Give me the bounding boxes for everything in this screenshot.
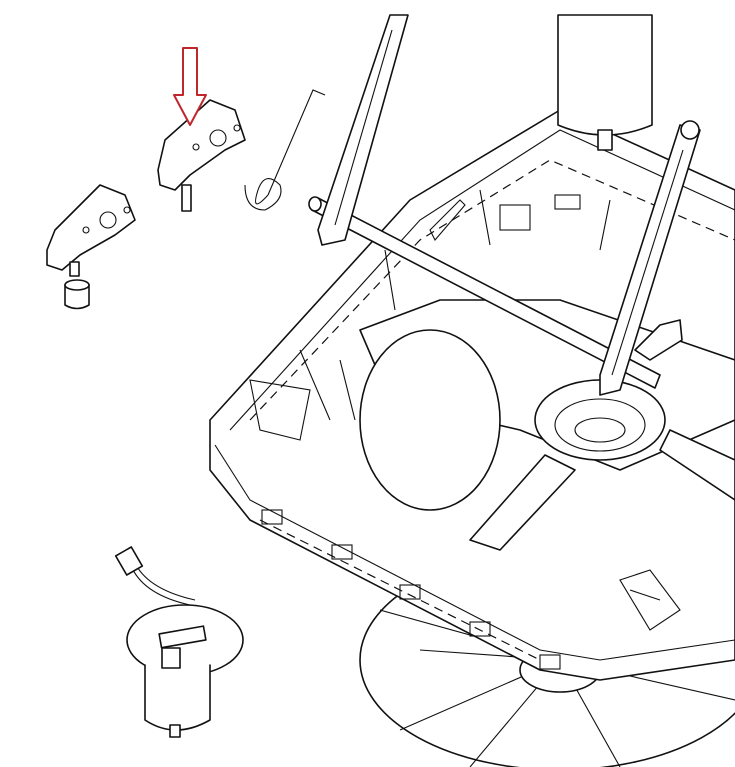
highlight-arrow-icon	[173, 47, 207, 126]
lift-arm-left	[317, 14, 409, 246]
hinge-bracket-highlighted	[157, 99, 246, 212]
motor-cylinder	[557, 14, 653, 151]
hinge-bracket	[46, 184, 136, 277]
drive-motor	[114, 546, 244, 738]
vent-housing	[209, 109, 735, 681]
lift-arm-right	[599, 120, 701, 396]
bushing	[64, 279, 90, 310]
spring-clip	[244, 89, 326, 211]
cross-bar	[308, 196, 661, 389]
